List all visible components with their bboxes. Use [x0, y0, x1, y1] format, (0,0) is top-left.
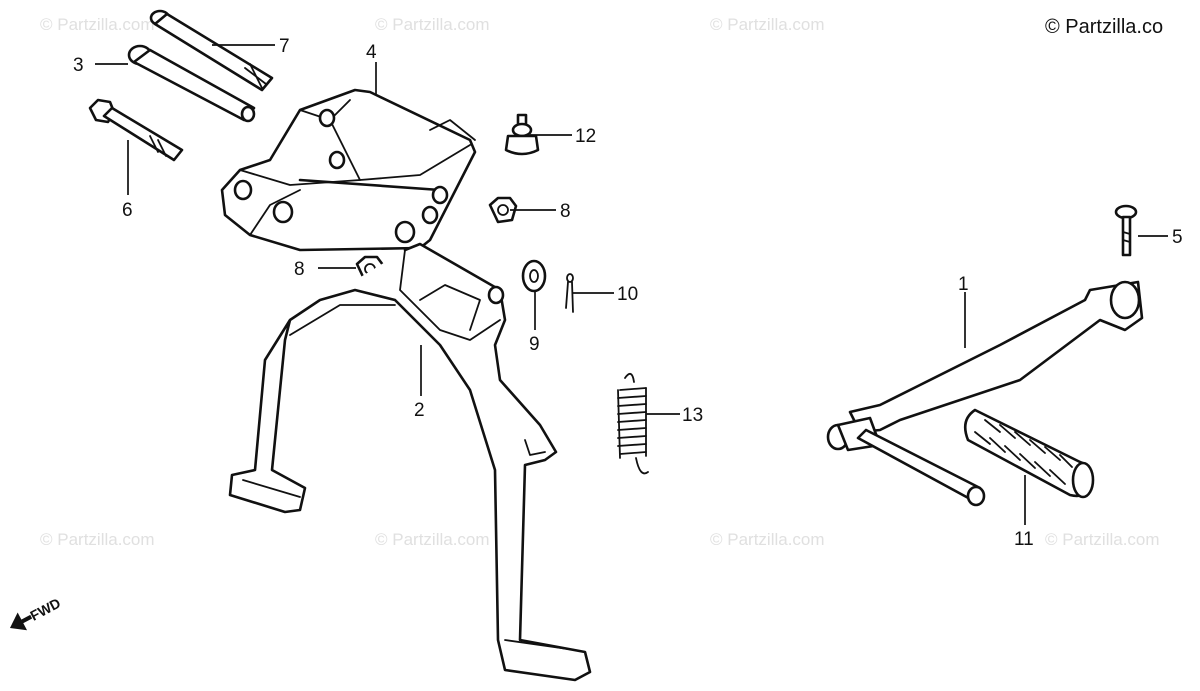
part-5-small-bolt[interactable] [1114, 204, 1138, 257]
watermark: © Partzilla.com [375, 15, 490, 34]
callout-8: 8 [560, 201, 571, 222]
part-6-hex-bolt[interactable] [88, 98, 184, 162]
callout-numbers: 7 3 4 6 12 8 8 9 10 2 13 5 1 11 [73, 36, 1183, 550]
watermark: © Partzilla.com [1045, 530, 1160, 549]
part-10-cotter-pin[interactable] [565, 273, 574, 313]
callout-11: 11 [1014, 529, 1034, 550]
part-4-stand-bracket[interactable] [220, 88, 477, 252]
callout-8: 8 [294, 259, 305, 280]
watermark: © Partzilla.com [375, 530, 490, 549]
copyright-label: © Partzilla.co [1045, 16, 1163, 38]
callout-1: 1 [958, 274, 969, 295]
callout-10: 10 [617, 284, 638, 305]
watermarks: © Partzilla.com © Partzilla.com © Partzi… [40, 15, 1160, 549]
part-11-grip-rubber[interactable] [963, 408, 1095, 499]
part-8-flange-nut-upper[interactable] [488, 196, 518, 224]
part-13-spring[interactable] [617, 372, 649, 475]
watermark: © Partzilla.com [40, 15, 155, 34]
fwd-label: FWD [27, 595, 63, 624]
watermark: © Partzilla.com [710, 15, 825, 34]
forward-direction-indicator: FWD [9, 595, 63, 631]
part-3-long-bolt[interactable] [127, 44, 256, 123]
callout-2: 2 [414, 400, 425, 421]
part-1-kick-arm[interactable] [826, 280, 1144, 507]
callout-13: 13 [682, 405, 703, 426]
watermark: © Partzilla.com [40, 530, 155, 549]
part-12-rubber-stopper[interactable] [504, 113, 540, 156]
part-2-main-stand[interactable] [228, 242, 592, 682]
callout-5: 5 [1172, 227, 1183, 248]
callout-6: 6 [122, 200, 133, 221]
callout-12: 12 [575, 126, 596, 147]
callout-9: 9 [529, 334, 540, 355]
callout-3: 3 [73, 55, 84, 76]
callout-7: 7 [279, 36, 290, 57]
forward-arrow-icon [9, 612, 28, 631]
leader-lines [95, 44, 1168, 525]
callout-4: 4 [366, 42, 377, 63]
part-9-washer[interactable] [521, 259, 547, 293]
watermark: © Partzilla.com [710, 530, 825, 549]
part-7-long-bolt[interactable] [149, 9, 274, 92]
